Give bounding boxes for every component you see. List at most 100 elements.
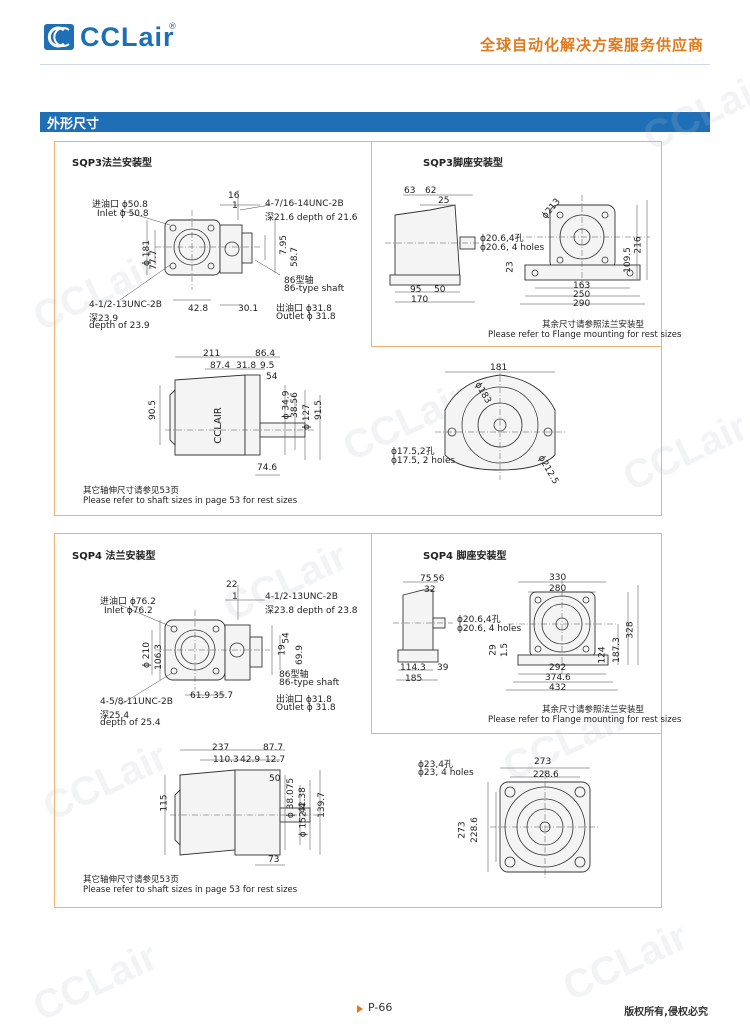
sqp3-outlet-cn: 出油口 ϕ31.8 bbox=[276, 304, 332, 314]
sqp3-foot-dim-95: 95 bbox=[410, 285, 422, 295]
sqp4-front-dim-273-vertical: 273 bbox=[457, 821, 468, 839]
sqp3-foot-note-en: Please refer to Flange mounting for rest… bbox=[488, 330, 682, 340]
sqp4-dim-210: ϕ 210 bbox=[141, 642, 152, 668]
sqp4-foot-hole-cn: ϕ20.6,4孔 bbox=[457, 615, 501, 625]
sqp4-side-dim-237: 237 bbox=[212, 743, 230, 753]
sqp3-front-hole-en: ϕ17.5, 2 holes bbox=[391, 456, 456, 466]
sqp3-shaft-note-en: Please refer to shaft sizes in page 53 f… bbox=[83, 496, 298, 506]
sqp4-side-dim-73: 73 bbox=[268, 855, 280, 865]
sqp4-thread: 4-1/2-13UNC-2B bbox=[265, 592, 338, 602]
brand-name: CCLair bbox=[80, 22, 175, 52]
sqp3-foot-dim-290: 290 bbox=[573, 299, 591, 309]
sqp3-side-dim-127: ϕ 127 bbox=[301, 404, 312, 430]
sqp4-dim-22: 22 bbox=[226, 580, 238, 590]
sqp3-dim-1: 1 bbox=[232, 201, 238, 211]
sqp3-foot-title: SQP3脚座安装型 bbox=[423, 158, 503, 169]
sqp4-side-dim-152-4: ϕ 152.4 bbox=[298, 802, 309, 838]
sqp3-foot-dim-50: 50 bbox=[434, 285, 446, 295]
sqp4-shaft-cn: 86型轴 bbox=[279, 670, 309, 680]
sqp4-side-dim-50: 50 bbox=[269, 774, 281, 784]
sqp3-side-dim-74-6: 74.6 bbox=[257, 463, 278, 473]
sqp4-shaft-note-cn: 其它轴伸尺寸请参见53页 bbox=[83, 875, 179, 885]
sqp4-side-dim-115: 115 bbox=[159, 794, 170, 812]
sqp3-side-dim-38-56: 38.56 bbox=[289, 392, 300, 418]
sqp4-side-dim-139-7: 139.7 bbox=[316, 792, 327, 818]
sqp4-divider-horizontal bbox=[371, 733, 661, 734]
page-number: P-66 bbox=[368, 1001, 393, 1014]
sqp4-foot-dim-432: 432 bbox=[549, 683, 567, 693]
sqp4-foot-dim-56: 56 bbox=[433, 574, 445, 584]
sqp4-front-dim-228-6-vertical: 228.6 bbox=[469, 817, 480, 843]
sqp3-foot-dim-250: 250 bbox=[573, 290, 591, 300]
sqp4-dim-69-9: 69.9 bbox=[295, 644, 306, 666]
registered-mark: ® bbox=[168, 22, 177, 32]
section-title: 外形尺寸 bbox=[47, 117, 100, 132]
sqp4-dim-35-7: 35.7 bbox=[213, 691, 234, 701]
sqp3-bolt: 4-1/2-13UNC-2B bbox=[89, 300, 162, 310]
header-slogan: 全球自动化解决方案服务供应商 bbox=[479, 36, 704, 54]
sqp4-front-hole-cn: ϕ23,4孔 bbox=[418, 760, 453, 770]
sqp4-inlet-en: Inlet ϕ76.2 bbox=[104, 606, 153, 616]
brand-logo-icon bbox=[44, 24, 74, 50]
sqp4-side-dim-87-7: 87.7 bbox=[263, 743, 284, 753]
sqp4-front-hole-en: ϕ23, 4 holes bbox=[418, 768, 474, 778]
sqp4-foot-dim-330: 330 bbox=[549, 573, 567, 583]
sqp3-dim-30-1: 30.1 bbox=[238, 304, 259, 314]
sqp4-dim-1: 1 bbox=[232, 592, 238, 602]
sqp4-front-drawing bbox=[487, 767, 600, 880]
sqp3-dim-16: 16 bbox=[228, 191, 240, 201]
sqp3-thread: 4-7/16-14UNC-2B bbox=[265, 199, 344, 209]
sqp3-bolt-depth-en: depth of 23.9 bbox=[89, 321, 150, 331]
sqp3-bolt-depth-cn: 深23.9 bbox=[89, 314, 119, 324]
sqp4-side-dim-38-075: ϕ 38.075 bbox=[286, 777, 297, 819]
sqp3-dim-7-95: 7.95 bbox=[279, 234, 290, 256]
sqp3-shaft-en: 86-type shaft bbox=[284, 284, 345, 294]
sqp3-side-drawing bbox=[159, 356, 321, 476]
sqp4-foot-dim-292: 292 bbox=[549, 663, 567, 673]
sqp4-bolt-depth-cn: 深25.4 bbox=[100, 711, 130, 721]
sqp4-shaft-en: 86-type shaft bbox=[279, 678, 340, 688]
sqp3-divider-vertical bbox=[371, 141, 372, 346]
sqp4-foot-drawing bbox=[393, 580, 639, 691]
sqp3-dim-42-8: 42.8 bbox=[188, 304, 209, 314]
sqp4-foot-dim-75: 75 bbox=[420, 574, 432, 584]
sqp3-foot-note-cn: 其余尺寸请参照法兰安装型 bbox=[542, 320, 645, 330]
sqp4-foot-dim-114-3: 114.3 bbox=[400, 663, 426, 673]
sqp4-foot-note-en: Please refer to Flange mounting for rest… bbox=[488, 715, 682, 725]
sqp4-flange-drawing bbox=[119, 585, 281, 706]
sqp4-side-drawing bbox=[164, 749, 321, 866]
sqp4-bolt-depth-en: depth of 25.4 bbox=[100, 718, 161, 728]
sqp3-front-drawing bbox=[435, 365, 565, 480]
sqp3-shaft-note-cn: 其它轴伸尺寸请参见53页 bbox=[83, 486, 179, 496]
sqp4-side-dim-110-3: 110.3 bbox=[213, 755, 239, 765]
sqp3-dim-58-7: 58.7 bbox=[290, 246, 301, 268]
sqp3-front-dim-181: 181 bbox=[490, 363, 508, 373]
sqp3-foot-dim-23: 23 bbox=[505, 261, 516, 273]
sqp4-outlet-cn: 出油口 ϕ31.8 bbox=[276, 695, 332, 705]
sqp3-foot-hole-cn: ϕ20.6,4孔 bbox=[480, 234, 524, 244]
sqp4-foot-dim-374-6: 374.6 bbox=[545, 673, 571, 683]
sqp3-inlet-en: Inlet ϕ 50.8 bbox=[97, 209, 149, 219]
sqp4-front-dim-228-6: 228.6 bbox=[533, 770, 559, 780]
sqp4-dim-106-3: 106.3 bbox=[153, 644, 164, 670]
watermark: CCLair bbox=[26, 934, 165, 1030]
sqp4-front-dim-273: 273 bbox=[534, 757, 552, 767]
sqp4-dim-54: 54 bbox=[281, 632, 292, 644]
sqp3-side-dim-31-8: 31.8 bbox=[236, 361, 257, 371]
sqp4-foot-hole-en: ϕ20.6, 4 holes bbox=[457, 624, 522, 634]
sqp4-side-dim-42-9: 42.9 bbox=[240, 755, 261, 765]
sqp3-foot-dim-163: 163 bbox=[573, 281, 591, 291]
sqp3-panel bbox=[54, 141, 662, 516]
sqp3-side-dim-86-4: 86.4 bbox=[255, 349, 276, 359]
sqp4-foot-dim-32: 32 bbox=[424, 585, 436, 595]
sqp4-foot-dim-39: 39 bbox=[437, 663, 449, 673]
sqp4-inlet-cn: 进油口 ϕ76.2 bbox=[100, 597, 156, 607]
sqp4-divider-vertical bbox=[371, 533, 372, 733]
sqp3-outlet-en: Outlet ϕ 31.8 bbox=[276, 312, 336, 322]
header-divider bbox=[40, 64, 710, 65]
watermark: CCLair bbox=[556, 914, 695, 1010]
sqp3-divider-horizontal bbox=[371, 346, 661, 347]
sqp4-dim-19: 19 bbox=[277, 644, 288, 656]
sqp4-foot-dim-124: 124 bbox=[597, 646, 608, 664]
sqp3-side-dim-91-5: 91.5 bbox=[314, 399, 325, 421]
